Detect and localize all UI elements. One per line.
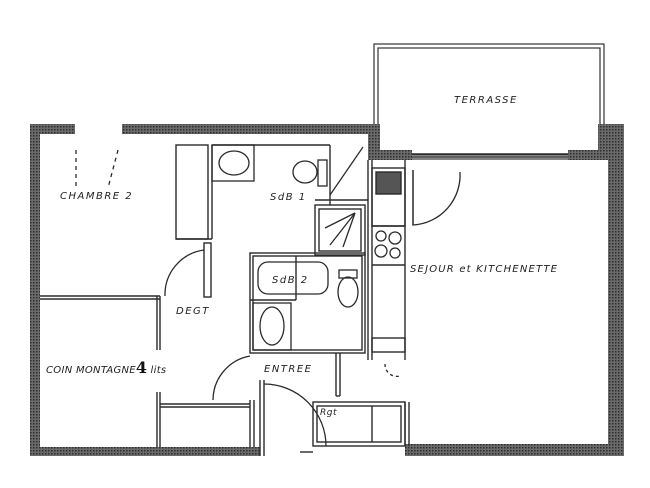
terrasse bbox=[373, 43, 605, 160]
coin-montagne-text: COIN MONTAGNE bbox=[46, 365, 136, 376]
coin-montagne-bed-unit: lits bbox=[150, 365, 167, 376]
exterior-walls bbox=[30, 124, 624, 456]
coin-montagne-bed-count: 4 bbox=[135, 358, 148, 377]
fixtures bbox=[211, 144, 402, 351]
label-sdb-2: SdB 2 bbox=[272, 275, 309, 286]
label-entree: ENTREE bbox=[264, 364, 313, 375]
door-swings bbox=[75, 149, 461, 447]
label-coin-montagne: COIN MONTAGNE4 lits bbox=[46, 358, 166, 377]
label-sdb-1: SdB 1 bbox=[270, 192, 307, 203]
label-chambre-2: CHAMBRE 2 bbox=[60, 191, 134, 202]
label-terrasse: TERRASSE bbox=[454, 95, 518, 106]
label-sejour-kitchenette: SEJOUR et KITCHENETTE bbox=[410, 264, 559, 275]
label-rgt: Rgt bbox=[320, 408, 337, 418]
interior-walls bbox=[40, 144, 568, 456]
label-degt: DEGT bbox=[176, 306, 210, 317]
